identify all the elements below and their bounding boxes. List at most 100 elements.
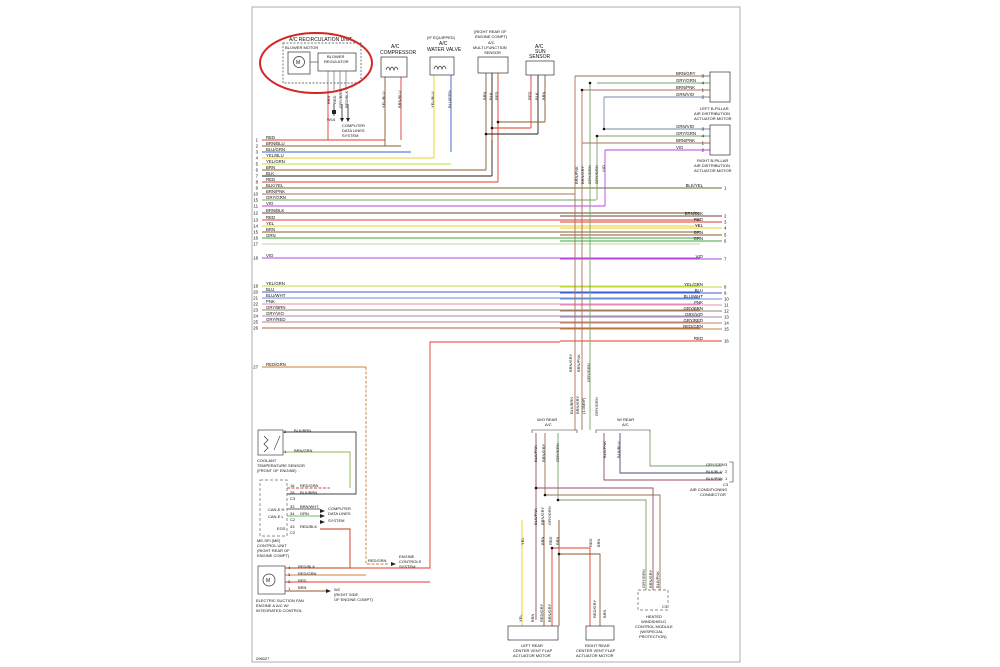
- wire-label-right: BLU: [695, 288, 703, 293]
- computer-lines-mid-2: DATA LINES: [328, 511, 351, 516]
- rrv-wire-1: RED: [588, 538, 593, 547]
- wire-label-left: PNK: [266, 299, 275, 304]
- pin-number-left: 11: [254, 204, 259, 209]
- wire-label-right: GRY/RED: [684, 318, 704, 323]
- me-egs: EGS: [277, 526, 286, 531]
- ground-w2-1: W2: [334, 587, 341, 592]
- blower-drop-2: RED: [332, 95, 337, 104]
- wire-hw-blkpnk: [536, 487, 654, 590]
- water-valve-label-2: A/C: [439, 41, 448, 47]
- wire-label-left: YEL/BLU: [266, 153, 284, 158]
- sun-drop-3: BRN: [541, 91, 546, 100]
- pin-number-lbp: 1: [702, 88, 705, 93]
- pin-number-left: 10: [253, 192, 258, 197]
- fan-label-3: INTEGRATED CONTROL: [256, 608, 303, 613]
- wire-label-left: GRY/VIO: [266, 311, 284, 316]
- vbundle-2: BRN/PNK: [576, 354, 581, 372]
- lrv-label-1: LEFT REAR: [521, 643, 543, 648]
- vbundle-4: BLK/BRN: [569, 397, 574, 414]
- motor-symbol-icon: [262, 573, 276, 587]
- engine-controls-3: SYSTEM: [399, 564, 415, 569]
- fan-pin-3: 3: [288, 572, 291, 577]
- wire-label-left: BLU/GRN: [266, 147, 285, 152]
- arrow-right-icon: [391, 562, 396, 566]
- wire-label-right: BLK/YEL: [686, 183, 704, 188]
- ac-connector: GRY/GRN 3 BLK/BLU 2 BLK/PNK 1 C3 AIR CON…: [690, 461, 734, 497]
- mfs-label-4: MULTI-FUNCTION: [473, 45, 507, 50]
- wo-rear-drop-2: BRN/GRY: [541, 444, 546, 462]
- coolant-label-1: COOLANT: [257, 458, 277, 463]
- motor-symbol-icon: [293, 56, 305, 68]
- wire-label-left: VIO: [266, 201, 274, 206]
- wo-rear-label-2: A/C: [545, 422, 552, 427]
- compressor-drop-2: BRN/BLU: [397, 91, 402, 108]
- engine-controls-wire: RED/GRN: [368, 558, 387, 563]
- wire-label-left: GRN: [266, 233, 276, 238]
- engine-controls-ref: RED/GRN ENGINE CONTROLS SYSTEM: [368, 554, 422, 569]
- right-rear-vent-motor: RIGHT REAR CENTER VENT FLAP ACTUATOR MOT…: [576, 538, 616, 658]
- w-rear-block: W/ REAR A/C BLK/PNK BLK/BLU: [595, 417, 651, 458]
- me-pin-34: 34: [290, 511, 295, 516]
- wire-label-right: VIO: [696, 254, 704, 259]
- wire-label-lbp: BRN/PNK: [676, 85, 695, 90]
- pin-number-left: 12: [253, 211, 258, 216]
- vbundle-5: BRN/GRY: [575, 396, 580, 414]
- wo-rear-drop-1: BLK/PNK: [533, 445, 538, 462]
- lrv-wire-5: BRN: [540, 536, 545, 545]
- wire-label-left: BRN/BLU: [266, 141, 285, 146]
- pin-number-left: 17: [253, 242, 258, 247]
- compressor: A/C COMPRESSOR YEL/BLU BRN/BLU: [380, 44, 417, 108]
- left-rear-vent-motor: LEFT REAR CENTER VENT FLAP ACTUATOR MOTO…: [507, 506, 560, 658]
- w-rear-drop-1: BLK/PNK: [602, 441, 607, 458]
- me-wire-16: RED/GRN: [300, 483, 319, 488]
- arrow-right-icon: [320, 520, 325, 524]
- water-valve-label-1: (IF EQUIPPED): [427, 35, 456, 40]
- pin-number-left: 18: [253, 256, 258, 261]
- fan-label-1: ELECTRIC SUCTION FAN: [256, 598, 304, 603]
- wire-label-left: BLU: [266, 287, 274, 292]
- lrv-wire-6: RED: [548, 536, 553, 545]
- wire-label-left: RED: [266, 135, 275, 140]
- mfs-label-3: A/C: [488, 40, 495, 45]
- blower-drop-3: GRY/BRN: [338, 90, 343, 108]
- pin-number-right: 15: [724, 327, 729, 332]
- pin-number-lbp: 4: [702, 81, 705, 86]
- hw-label-1: HEATED: [646, 614, 662, 619]
- me-can-l: CAN-E L: [268, 514, 285, 519]
- mfs-drop-2: BLK: [488, 92, 493, 100]
- lrv-drop-1: YEL: [518, 614, 523, 622]
- hw-conn: C3: [662, 604, 668, 609]
- ground-w15-label: W15: [327, 117, 336, 122]
- me-can-h: CAN-E H: [268, 507, 285, 512]
- wire-label-left: RED: [266, 215, 275, 220]
- highlight-circle: [259, 32, 373, 94]
- blower-regulator-label-2: REGULATOR: [324, 59, 349, 64]
- fan-pin-4: 4: [288, 565, 291, 570]
- mfs-drop-3: RED: [494, 91, 499, 100]
- engine-controls-2: CONTROLS: [399, 559, 422, 564]
- pin-number-right: 1: [724, 186, 727, 191]
- pin-number-left: 14: [253, 224, 258, 229]
- pin-number-left: 8: [256, 180, 259, 185]
- wo-rear-block: W/O REAR A/C BLK/PNK BRN/GRY GRY/GRN: [531, 417, 578, 462]
- lrv-wire-3: GRY/GRN: [547, 506, 552, 525]
- coil-icon: [433, 65, 447, 71]
- pin-number-lbp: 3: [702, 74, 705, 79]
- me-conn-2: C2: [290, 517, 296, 522]
- wire-label-left: BRN: [266, 165, 275, 170]
- computer-lines-top-1: COMPUTER: [342, 123, 365, 128]
- me-label-3: (RIGHT REAR OF: [257, 548, 290, 553]
- pin-number-left: 25: [253, 320, 258, 325]
- computer-lines-top-2: DATA LINES: [342, 128, 365, 133]
- compressor-label-1: A/C: [391, 44, 400, 50]
- lbp-label-1: LEFT B-PILLAR: [700, 106, 729, 111]
- rbp-label-3: ACTUATOR MOTOR: [694, 168, 732, 173]
- wire-label-right: GRY/VIO: [685, 312, 703, 317]
- thermistor-icon: [263, 435, 269, 453]
- wire-label-rbp: VIO: [676, 145, 684, 150]
- ac-conn-pin-1: BLK/PNK: [706, 476, 723, 481]
- arrow-down-icon: [346, 118, 350, 122]
- pin-number-left: 7: [256, 174, 259, 179]
- compressor-drop-1: YEL/BLU: [381, 91, 386, 108]
- wire-label-right: BLU/WHT: [684, 294, 704, 299]
